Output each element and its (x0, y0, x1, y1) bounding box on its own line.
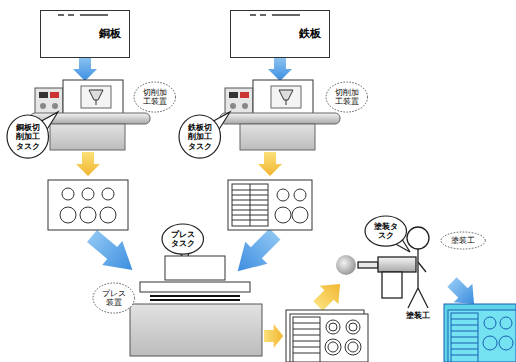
node-ellipse (365, 216, 407, 246)
bubble-tails (36, 112, 410, 262)
node-ellipse (7, 115, 49, 158)
node-text: 切削加工装置 (335, 88, 360, 106)
device-label: プレス装置 (92, 282, 136, 314)
material-box: 銅板 (40, 10, 130, 58)
node-text: 鉄板 (299, 28, 321, 41)
painted-product (444, 304, 516, 362)
task-bubble: プレスタスク (161, 223, 205, 255)
worker-name: 塗装工 (406, 311, 430, 320)
node-text: プレスタスク (171, 230, 196, 248)
cut-plates (48, 180, 312, 230)
press-machine (130, 256, 262, 356)
node-ellipse (326, 82, 368, 112)
node-ellipse (93, 283, 135, 313)
node-text: プレス装置 (102, 289, 127, 307)
node-text: 切削加工装置 (143, 88, 168, 106)
node-ellipse (179, 115, 221, 158)
node-ellipse (162, 224, 204, 254)
pressed-product (286, 310, 368, 362)
node-text: 塗装タスク (374, 222, 399, 240)
device-label: 切削加工装置 (325, 81, 369, 113)
node-ellipse (441, 232, 485, 249)
node-text: 鉄板切削加工タスク (188, 123, 213, 151)
worker-label: 塗装工 (440, 231, 486, 250)
node-ellipse (134, 82, 176, 112)
task-bubble: 塗装タスク (364, 215, 408, 247)
node-text: 塗装工 (449, 236, 476, 245)
device-label: 切削加工装置 (133, 81, 177, 113)
task-bubble: 銅板切削加工タスク (6, 114, 50, 159)
plate-decoration (58, 14, 300, 16)
material-box: 鉄板 (230, 10, 330, 58)
node-text: 銅板切削加工タスク (16, 123, 41, 151)
node-text: 銅板 (99, 28, 121, 41)
task-bubble: 鉄板切削加工タスク (178, 114, 222, 159)
